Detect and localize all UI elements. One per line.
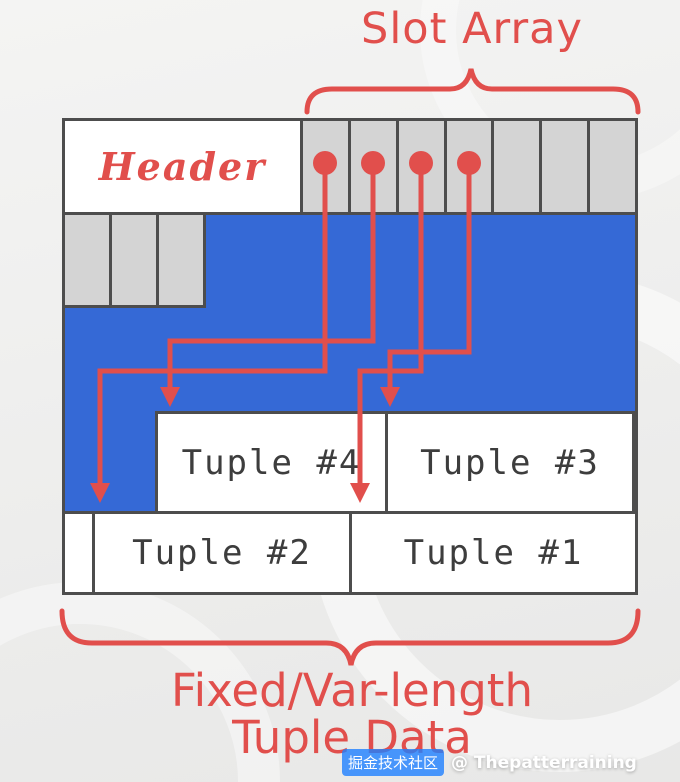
slot-array-cells xyxy=(303,121,636,215)
slot-cell xyxy=(491,121,540,212)
used-slot-cell xyxy=(112,215,159,308)
tuple-3-label: Tuple #3 xyxy=(420,442,600,483)
slot-cell xyxy=(443,121,492,212)
bottom-brace xyxy=(59,608,641,666)
slot-cell xyxy=(347,121,396,212)
slot-cell xyxy=(539,121,588,212)
slot-array-title: Slot Array xyxy=(361,4,583,54)
bottom-caption-line1: Fixed/Var-length xyxy=(171,664,533,717)
slot-cell xyxy=(303,121,348,212)
header-cell: Header xyxy=(65,121,303,215)
tuple-2-box: Tuple #2 xyxy=(95,511,352,592)
tuple-4-box: Tuple #4 xyxy=(155,411,388,511)
slot-cell xyxy=(395,121,444,212)
watermark: 掘金技术社区 @ Thepatterraining xyxy=(342,749,637,776)
bottom-caption: Fixed/Var-length Tuple Data xyxy=(32,664,672,762)
used-slot-cell xyxy=(65,215,112,308)
tuple-1-label: Tuple #1 xyxy=(403,533,584,573)
header-label: Header xyxy=(98,144,267,189)
tuple-3-box: Tuple #3 xyxy=(388,411,635,511)
watermark-handle: @ Thepatterraining xyxy=(451,752,637,773)
page-diagram-box: Header Tuple #4 Tuple #3 Tuple #2 Tuple … xyxy=(62,118,638,595)
bottom-tuple-row: Tuple #2 Tuple #1 xyxy=(65,511,635,592)
empty-narrow-cell xyxy=(65,511,95,592)
used-slot-cells xyxy=(65,215,206,308)
tuple-2-label: Tuple #2 xyxy=(132,533,312,573)
used-slot-cell xyxy=(159,215,206,308)
top-brace xyxy=(304,68,641,115)
tuple-4-label: Tuple #4 xyxy=(181,442,362,483)
slot-cell xyxy=(587,121,636,212)
tuple-1-box: Tuple #1 xyxy=(352,511,635,592)
watermark-badge: 掘金技术社区 xyxy=(342,749,445,776)
